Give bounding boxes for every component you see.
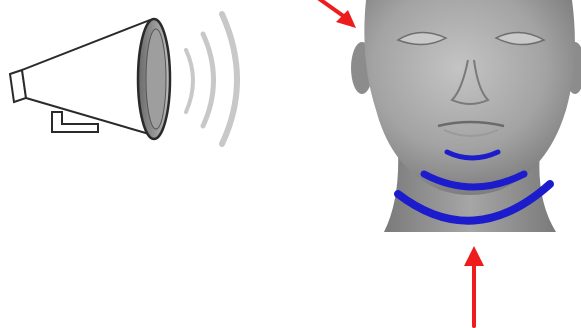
face <box>364 0 575 195</box>
arrow-to-neck-head <box>464 246 484 266</box>
megaphone-icon <box>10 19 170 139</box>
sound-wave-3 <box>222 14 237 144</box>
sound-wave-2 <box>203 34 214 126</box>
head-icon <box>351 0 581 232</box>
megaphone-bell-inner <box>146 29 166 129</box>
sound-wave-1 <box>186 50 193 112</box>
megaphone-cone <box>22 20 156 136</box>
sound-waves <box>186 14 237 144</box>
